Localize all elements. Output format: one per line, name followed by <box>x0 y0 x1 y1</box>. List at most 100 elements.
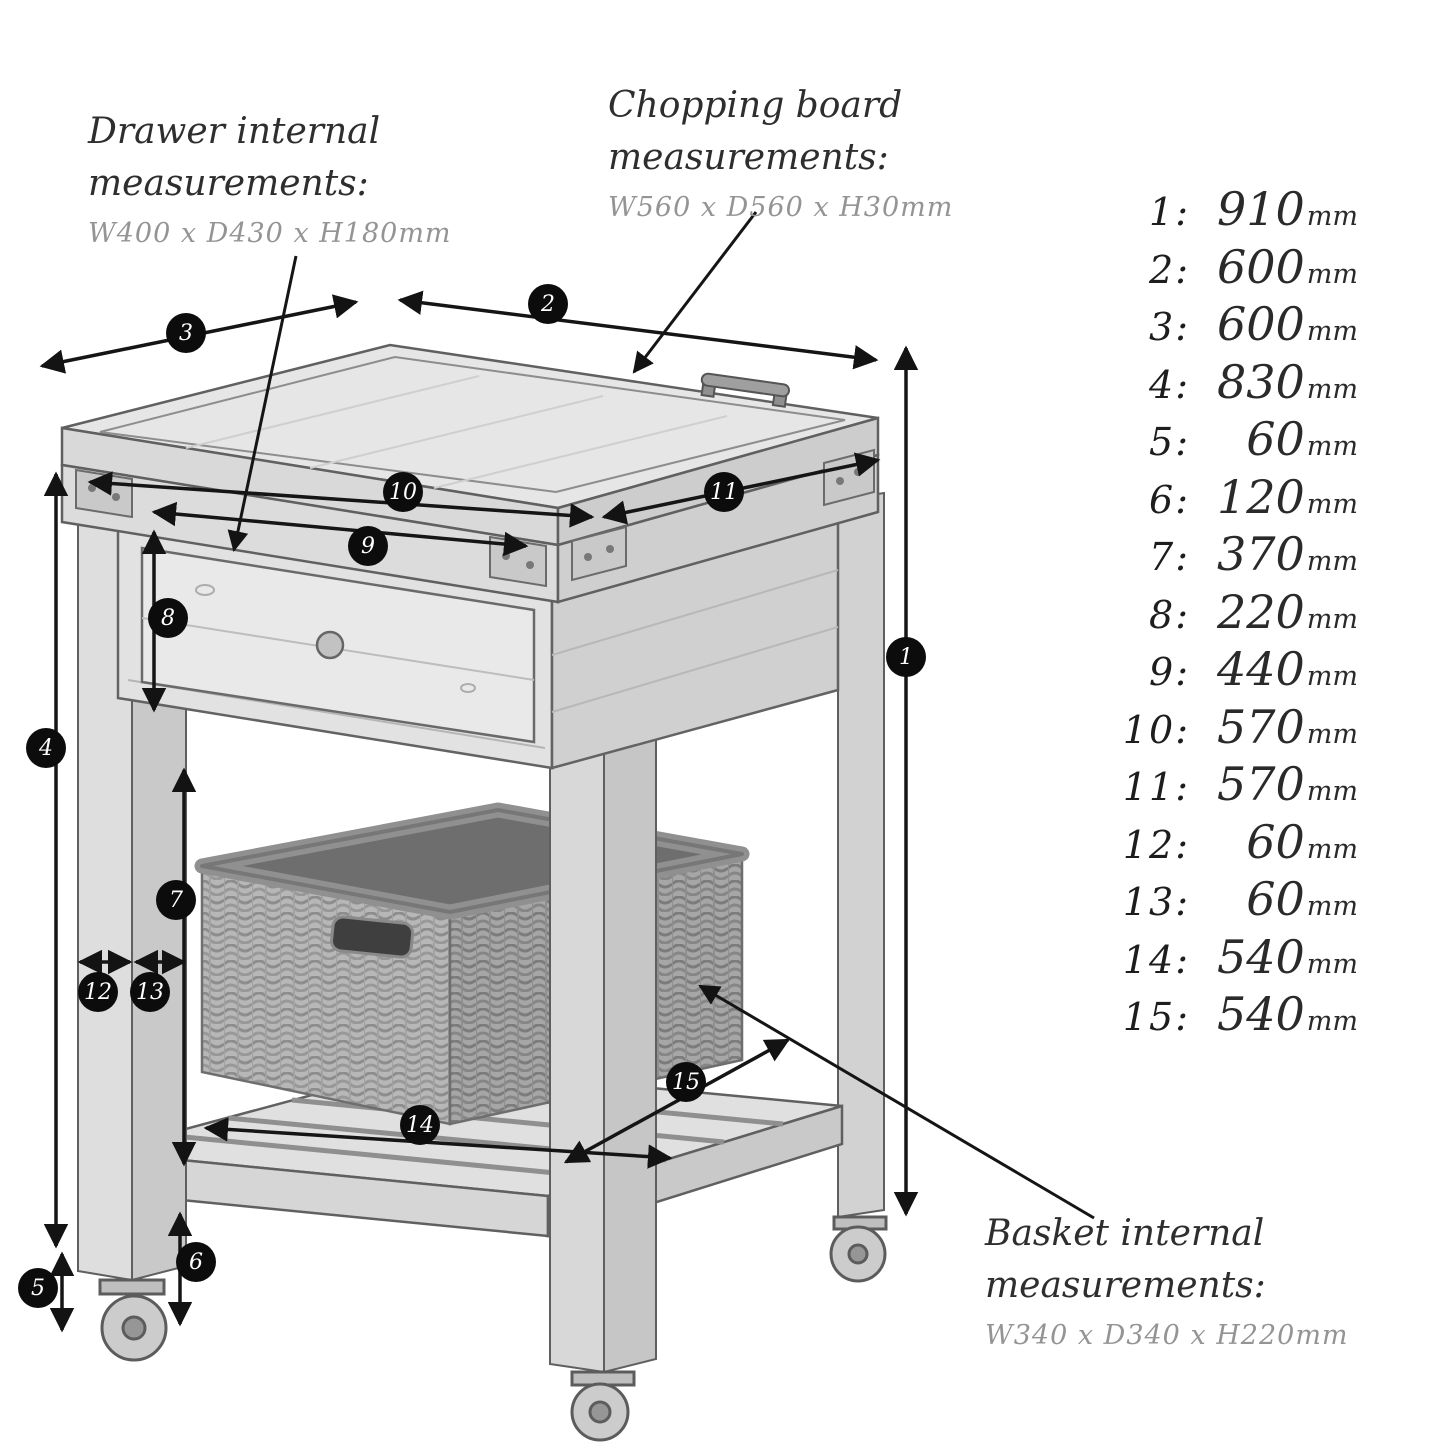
legend-row: 3: 600mm <box>1118 297 1358 355</box>
legend-item-value: 600mm <box>1216 239 1358 294</box>
chopping-note-line2: measurements: <box>608 137 889 179</box>
legend-row: 10: 570mm <box>1118 700 1358 758</box>
dimension-marker-12: 12 <box>78 972 118 1012</box>
legend-item-unit: mm <box>1306 718 1358 750</box>
legend-item-number: 14: <box>1122 937 1190 982</box>
legend-row: 9: 440mm <box>1118 642 1358 700</box>
basket-note-line2: measurements: <box>985 1265 1266 1307</box>
legend-row: 2: 600mm <box>1118 240 1358 298</box>
dimension-marker-9: 9 <box>348 526 388 566</box>
basket-leader <box>698 984 1095 1220</box>
legend-item-value: 910mm <box>1216 182 1358 236</box>
dimension-marker-6: 6 <box>176 1242 216 1282</box>
legend-item-number: 13: <box>1122 880 1190 924</box>
legend-item-unit: mm <box>1306 546 1358 577</box>
drawer-knob <box>315 630 345 660</box>
legend-item-value: 570mm <box>1216 699 1358 754</box>
drawer-note-line2: measurements: <box>88 163 369 205</box>
legend-item-value: 60mm <box>1246 872 1358 926</box>
dimension-marker-14: 14 <box>400 1105 440 1145</box>
legend-item-number: 12: <box>1122 822 1190 867</box>
front-left-caster <box>98 1278 168 1362</box>
basket-note: Basket internal measurements: W340 x D34… <box>985 1208 1349 1351</box>
dimension-marker-10: 10 <box>383 472 423 512</box>
chopping-note-line1: Chopping board <box>608 85 903 126</box>
cabinet-body <box>116 513 840 770</box>
legend-item-value: 440mm <box>1216 642 1358 696</box>
legend-item-number: 1: <box>1149 190 1190 234</box>
legend-item-number: 8: <box>1149 592 1190 637</box>
basket-handle-hole <box>330 915 415 959</box>
drawer-leader <box>227 255 298 553</box>
legend-item-value: 540mm <box>1216 929 1358 984</box>
legend-row: 15:540mm <box>1118 987 1358 1045</box>
legend-item-unit: mm <box>1306 661 1358 692</box>
legend-item-unit: mm <box>1306 373 1358 405</box>
legend-item-value: 120mm <box>1216 469 1358 524</box>
legend-item-number: 5: <box>1149 420 1190 464</box>
legend-item-number: 9: <box>1149 650 1190 694</box>
basket-note-line1: Basket internal <box>985 1213 1265 1254</box>
legend-item-unit: mm <box>1306 891 1358 922</box>
legend-item-unit: mm <box>1306 833 1358 865</box>
leader-lines <box>227 211 1095 1220</box>
legend-item-value: 600mm <box>1216 297 1358 351</box>
legend-item-unit: mm <box>1306 316 1358 347</box>
legend-item-unit: mm <box>1306 1006 1358 1037</box>
legend-item-unit: mm <box>1306 776 1358 807</box>
dimension-marker-2: 2 <box>528 284 568 324</box>
legend-item-unit: mm <box>1306 488 1358 520</box>
legend-row: 14: 540mm <box>1118 930 1358 988</box>
legend-row: 7: 370mm <box>1118 527 1358 585</box>
dimension-marker-7: 7 <box>156 880 196 920</box>
legend-item-number: 11: <box>1122 765 1190 809</box>
legend-row: 12: 60mm <box>1118 815 1358 873</box>
drawer-note-line1: Drawer internal <box>88 111 381 152</box>
basket <box>194 802 750 1126</box>
legend-item-number: 10: <box>1122 707 1190 752</box>
legend-item-value: 220mm <box>1216 584 1358 639</box>
legend-row: 4: 830mm <box>1118 355 1358 413</box>
dimension-marker-8: 8 <box>148 598 188 638</box>
legend-item-number: 4: <box>1149 362 1190 407</box>
dimension-marker-3: 3 <box>166 313 206 353</box>
legend-row: 11: 570mm <box>1118 757 1358 815</box>
board-handle <box>700 372 791 408</box>
legend-row: 13: 60mm <box>1118 872 1358 930</box>
legend: 1: 910mm 2: 600mm 3: 600mm 4: 830mm 5: 60mm 6: 120m… <box>1118 182 1358 1045</box>
legend-item-unit: mm <box>1306 201 1358 232</box>
legend-item-unit: mm <box>1306 948 1358 980</box>
dimension-marker-4: 4 <box>26 728 66 768</box>
front-right-caster <box>570 1370 636 1442</box>
legend-item-number: 2: <box>1149 247 1190 292</box>
legend-row: 6: 120mm <box>1118 470 1358 528</box>
drawer-note-spec: W400 x D430 x H180mm <box>88 218 452 250</box>
legend-item-value: 570mm <box>1216 757 1358 811</box>
chopping-note-spec: W560 x D560 x H30mm <box>608 192 954 224</box>
legend-row: 8: 220mm <box>1118 585 1358 643</box>
back-right-caster <box>829 1215 888 1283</box>
drawer-note: Drawer internal measurements: W400 x D43… <box>88 106 452 249</box>
legend-item-number: 15: <box>1122 995 1190 1039</box>
dimension-marker-1: 1 <box>886 637 926 677</box>
legend-item-value: 60mm <box>1246 814 1358 869</box>
chopping-leader <box>632 211 758 374</box>
dimension-marker-11: 11 <box>704 472 744 512</box>
back-right-leg <box>837 491 885 1219</box>
legend-item-number: 6: <box>1149 477 1190 522</box>
legend-item-unit: mm <box>1306 603 1358 635</box>
legend-item-value: 370mm <box>1216 527 1358 581</box>
legend-row: 1: 910mm <box>1118 182 1358 240</box>
legend-item-unit: mm <box>1306 258 1358 290</box>
basket-note-spec: W340 x D340 x H220mm <box>985 1320 1349 1352</box>
dimension-marker-13: 13 <box>130 972 170 1012</box>
legend-item-unit: mm <box>1306 431 1358 462</box>
legend-item-number: 3: <box>1149 305 1190 349</box>
legend-item-value: 830mm <box>1216 354 1358 409</box>
front-right-leg <box>549 585 657 1374</box>
legend-row: 5: 60mm <box>1118 412 1358 470</box>
legend-item-value: 60mm <box>1246 412 1358 466</box>
dimension-marker-15: 15 <box>666 1062 706 1102</box>
legend-item-number: 7: <box>1149 535 1190 579</box>
